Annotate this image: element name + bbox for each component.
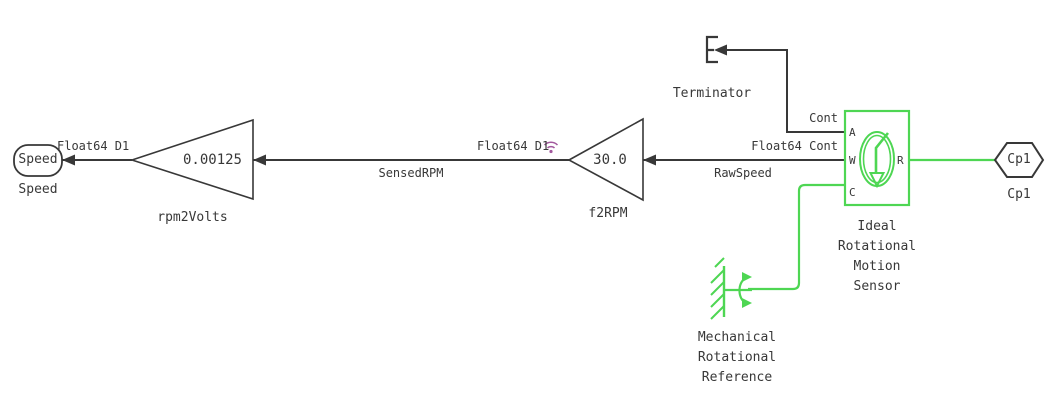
speed-outport-block[interactable] xyxy=(13,144,63,177)
cp1-block-label[interactable]: Cp1 xyxy=(1007,187,1031,202)
sensor-down-arrow-icon xyxy=(868,172,886,189)
f2rpm-gain-block[interactable] xyxy=(567,117,644,202)
wire-sensor-a-to-terminator[interactable] xyxy=(727,49,845,133)
rpm2volts-block-label[interactable]: rpm2Volts xyxy=(157,210,228,225)
sensor-gauge-inner-ellipse-icon xyxy=(862,134,892,184)
rawspeed-type-annotation: Float64 Cont xyxy=(751,139,838,153)
speed-port-text: Speed xyxy=(18,152,58,167)
sensor-port-a-label: A xyxy=(849,126,856,139)
speed-wire-type-annotation: Float64 D1 xyxy=(57,139,130,153)
speed-block-label[interactable]: Speed xyxy=(18,182,58,197)
reference-label-line-1: Mechanical xyxy=(697,330,777,345)
wire-sensor-c-to-reference[interactable] xyxy=(748,183,845,291)
arrowhead-into-f2rpm xyxy=(643,154,656,166)
cp1-connection-port-block[interactable] xyxy=(993,142,1045,178)
sensor-port-r-label: R xyxy=(897,154,904,167)
rotation-arrow-bottom-head-icon xyxy=(742,298,752,308)
terminator-block-label[interactable]: Terminator xyxy=(672,86,752,101)
arrowhead-into-rpm2volts xyxy=(253,154,266,166)
sensor-port-c-label: C xyxy=(849,186,856,199)
f2rpm-gain-value: 30.0 xyxy=(593,152,627,168)
rpm2volts-gain-block[interactable] xyxy=(129,118,254,201)
arrowhead-into-speed-port xyxy=(62,154,75,166)
sensor-label-line-3: Motion xyxy=(853,259,901,274)
sensor-port-w-label: W xyxy=(849,154,856,167)
terminator-block-icon[interactable] xyxy=(705,35,718,64)
sensor-label-line-4: Sensor xyxy=(853,279,901,294)
sensor-label-line-2: Rotational xyxy=(837,239,917,254)
rotation-arrow-top-head-icon xyxy=(742,272,752,282)
sensedrpm-signal-label[interactable]: SensedRPM xyxy=(378,166,444,180)
signal-logging-wifi-icon[interactable] xyxy=(540,136,562,156)
rpm2volts-gain-value: 0.00125 xyxy=(182,152,242,168)
sensor-needle-icon xyxy=(874,132,890,173)
reference-label-line-3: Reference xyxy=(701,370,773,385)
sensedrpm-type-annotation: Float64 D1 xyxy=(477,139,550,153)
reference-block-label[interactable]: Mechanical Rotational Reference xyxy=(677,328,797,388)
reference-label-line-2: Rotational xyxy=(697,350,777,365)
f2rpm-block-label[interactable]: f2RPM xyxy=(588,206,628,221)
cp1-port-text: Cp1 xyxy=(1007,152,1031,167)
reference-ground-hatching-icon xyxy=(710,257,725,320)
rawspeed-signal-label[interactable]: RawSpeed xyxy=(714,166,772,180)
sensor-label-line-1: Ideal xyxy=(857,219,897,234)
a-port-type-annotation: Cont xyxy=(809,111,838,125)
sensor-block-label[interactable]: Ideal Rotational Motion Sensor xyxy=(817,217,937,297)
arrowhead-into-terminator xyxy=(714,44,727,56)
